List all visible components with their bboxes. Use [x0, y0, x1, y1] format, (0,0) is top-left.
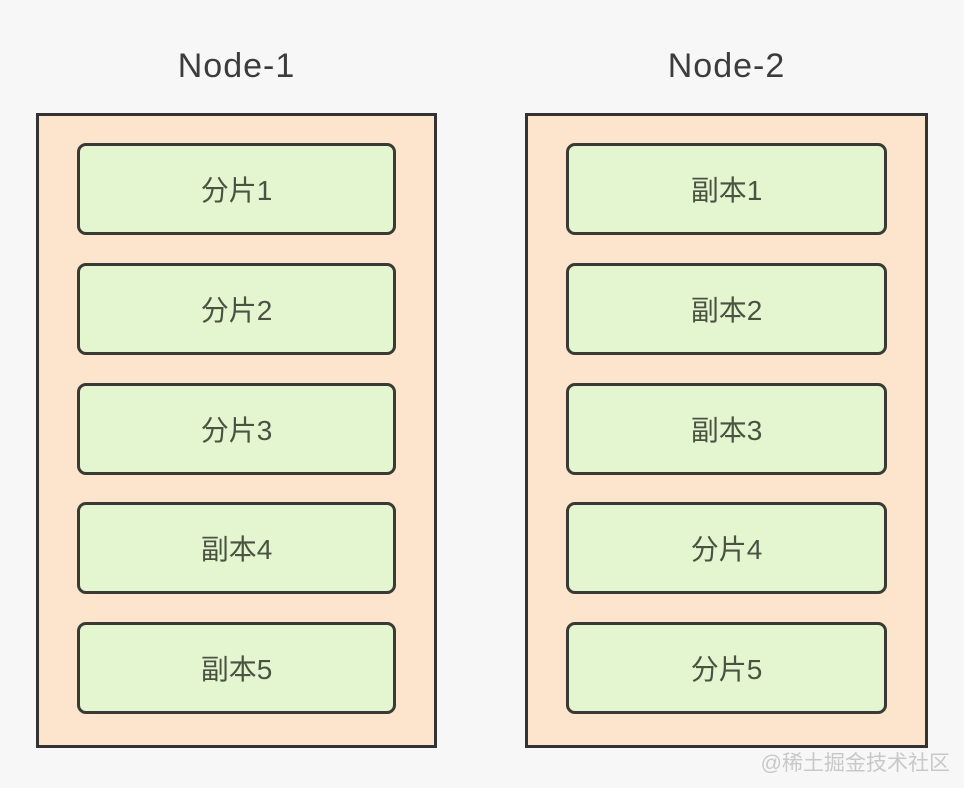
- node-2-container: 副本1 副本2 副本3 分片4 分片5: [525, 113, 928, 748]
- shard-box: 分片4: [566, 502, 887, 595]
- node-1-container: 分片1 分片2 分片3 副本4 副本5: [36, 113, 437, 748]
- shard-box: 分片1: [77, 143, 396, 235]
- watermark: @稀土掘金技术社区: [760, 752, 950, 775]
- shard-box: 副本4: [77, 502, 396, 595]
- node-2-title: Node-2: [667, 47, 786, 85]
- shard-box: 分片3: [77, 382, 396, 475]
- node-1-title: Node-1: [177, 47, 296, 85]
- shard-box: 副本5: [77, 622, 396, 714]
- shard-box: 分片2: [77, 262, 396, 355]
- shard-box: 分片5: [566, 622, 887, 714]
- shard-box: 副本2: [566, 262, 887, 355]
- shard-box: 副本1: [566, 143, 887, 235]
- shard-box: 副本3: [566, 382, 887, 475]
